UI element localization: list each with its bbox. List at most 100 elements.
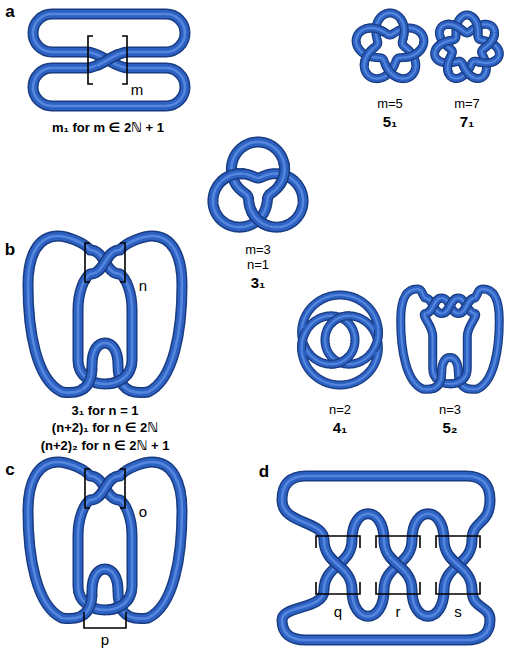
knot-name: 7₁ bbox=[460, 114, 475, 131]
knot-tube-highlight bbox=[108, 598, 129, 610]
knot-tube bbox=[449, 556, 467, 574]
formula-caption: 3₁ for n = 1 bbox=[71, 404, 138, 418]
knot-tube bbox=[108, 598, 129, 610]
knot-tube bbox=[302, 330, 307, 351]
knot-tube bbox=[282, 476, 490, 640]
knot-figure bbox=[33, 14, 185, 106]
twist-count: n bbox=[139, 278, 147, 295]
knot-tube-highlight bbox=[330, 356, 349, 364]
knot-tube-edge bbox=[400, 18, 404, 39]
knot-tube bbox=[472, 17, 478, 37]
knot-tube-edge bbox=[329, 556, 347, 574]
over-crossing bbox=[374, 329, 379, 350]
over-crossing bbox=[97, 54, 119, 66]
bracket bbox=[316, 582, 360, 594]
bracket bbox=[376, 536, 420, 548]
over-crossing bbox=[97, 252, 113, 271]
over-crossing bbox=[403, 49, 422, 58]
knot-tube-edge bbox=[436, 40, 454, 50]
knot-tube-edge bbox=[28, 236, 182, 393]
knot-tube-highlight bbox=[364, 48, 374, 66]
over-crossing bbox=[449, 556, 467, 574]
over-crossing bbox=[385, 63, 399, 78]
over-crossing bbox=[329, 556, 347, 574]
knot-tube-edge bbox=[282, 476, 490, 640]
parameter-label: m=3 bbox=[245, 243, 271, 257]
knot-tube-edge bbox=[97, 252, 113, 271]
knot-tube bbox=[221, 174, 244, 182]
parameter-label: n=1 bbox=[247, 258, 269, 272]
knot-tube-highlight bbox=[436, 40, 454, 50]
parameter-label: m=5 bbox=[377, 97, 403, 111]
parameter-label: n=3 bbox=[439, 403, 461, 417]
knot-tube bbox=[443, 298, 457, 313]
knot-tube bbox=[401, 289, 500, 389]
knot-tube-edge bbox=[108, 598, 129, 610]
knot-tube-edge bbox=[28, 462, 182, 619]
knot-tube-highlight bbox=[221, 174, 244, 182]
over-crossing bbox=[389, 556, 407, 574]
knot-tube-highlight bbox=[401, 289, 500, 389]
over-crossing bbox=[302, 330, 307, 351]
over-crossing bbox=[251, 210, 269, 226]
knot-tube-edge bbox=[443, 298, 457, 313]
knot-tube bbox=[97, 478, 113, 497]
over-crossing bbox=[108, 598, 129, 610]
knot-name: 5₂ bbox=[442, 420, 457, 437]
knot-tube-edge bbox=[462, 63, 476, 78]
knot-figure bbox=[28, 236, 182, 393]
knot-tube-edge bbox=[426, 298, 440, 313]
bracket bbox=[85, 243, 90, 282]
knot-tube bbox=[432, 371, 441, 389]
knot-figure bbox=[401, 289, 500, 389]
knot-tube-edge bbox=[435, 15, 500, 79]
knot-tube-edge bbox=[449, 374, 466, 384]
knot-tube-highlight bbox=[213, 142, 303, 227]
knot-tube-edge bbox=[449, 556, 467, 574]
knot-tube bbox=[385, 63, 399, 78]
knot-tube bbox=[435, 15, 500, 79]
knot-tube-edge bbox=[82, 368, 92, 390]
knot-name: 3₁ bbox=[251, 275, 266, 292]
knot-tube bbox=[302, 295, 379, 385]
over-crossing bbox=[443, 298, 457, 313]
knot-tube-edge bbox=[331, 316, 350, 324]
knot-layer bbox=[28, 13, 499, 640]
knot-tube bbox=[365, 28, 385, 33]
knot-figure bbox=[356, 13, 424, 79]
knot-tube bbox=[28, 236, 182, 393]
bracket bbox=[122, 36, 127, 84]
knot-tube-edge bbox=[365, 28, 385, 33]
knot-tube-edge bbox=[213, 142, 303, 227]
knot-tube-highlight bbox=[443, 298, 457, 313]
knot-tube-edge bbox=[432, 371, 441, 389]
knot-tube-highlight bbox=[432, 371, 441, 389]
knot-figure bbox=[213, 142, 303, 227]
knot-tube-highlight bbox=[282, 476, 490, 640]
over-crossing bbox=[364, 48, 374, 66]
bracket bbox=[436, 536, 480, 548]
knot-tube bbox=[400, 18, 404, 39]
twist-count: m bbox=[131, 82, 144, 99]
knot-tube-highlight bbox=[389, 556, 407, 574]
knot-tube bbox=[403, 49, 422, 58]
knot-tube bbox=[97, 54, 119, 66]
knot-tube bbox=[475, 60, 496, 63]
knot-tube bbox=[329, 556, 347, 574]
knot-tube-highlight bbox=[302, 295, 379, 385]
knot-tube-highlight bbox=[449, 374, 466, 384]
formula-caption: (n+2)₂ for n ∈ 2ℕ + 1 bbox=[41, 439, 170, 453]
knot-figure bbox=[28, 462, 182, 619]
twist-count: o bbox=[139, 504, 147, 521]
over-crossing bbox=[331, 316, 350, 324]
knot-tube-highlight bbox=[472, 17, 478, 37]
knot-tube-highlight bbox=[97, 252, 113, 271]
knot-tube-highlight bbox=[279, 162, 285, 186]
knot-tube-highlight bbox=[329, 556, 347, 574]
over-crossing bbox=[460, 298, 474, 313]
over-crossing bbox=[108, 372, 129, 384]
knot-tube-edge bbox=[401, 289, 500, 389]
over-crossing bbox=[432, 371, 441, 389]
knot-name: 5₁ bbox=[383, 114, 398, 131]
knot-tube bbox=[374, 329, 379, 350]
